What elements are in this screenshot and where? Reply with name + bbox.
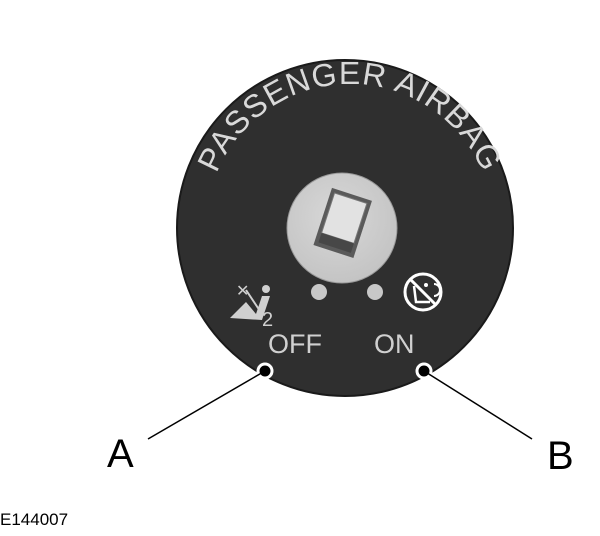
callout-label-a: A	[107, 432, 134, 476]
airbag-off-icon: ✕	[230, 283, 270, 320]
child-seat-prohibited-icon	[403, 272, 443, 312]
callout-label-b: B	[547, 434, 574, 478]
icon-subscript: 2	[262, 309, 273, 331]
on-indicator-dot	[367, 284, 383, 300]
callout-a-leader	[147, 362, 274, 440]
svg-text:✕: ✕	[236, 283, 249, 300]
figure-id: E144007	[0, 510, 69, 529]
off-label: OFF	[268, 329, 322, 359]
callout-b-leader	[415, 362, 533, 440]
on-label: ON	[374, 329, 415, 359]
key-slot[interactable]	[286, 172, 398, 284]
off-indicator-dot	[311, 284, 327, 300]
